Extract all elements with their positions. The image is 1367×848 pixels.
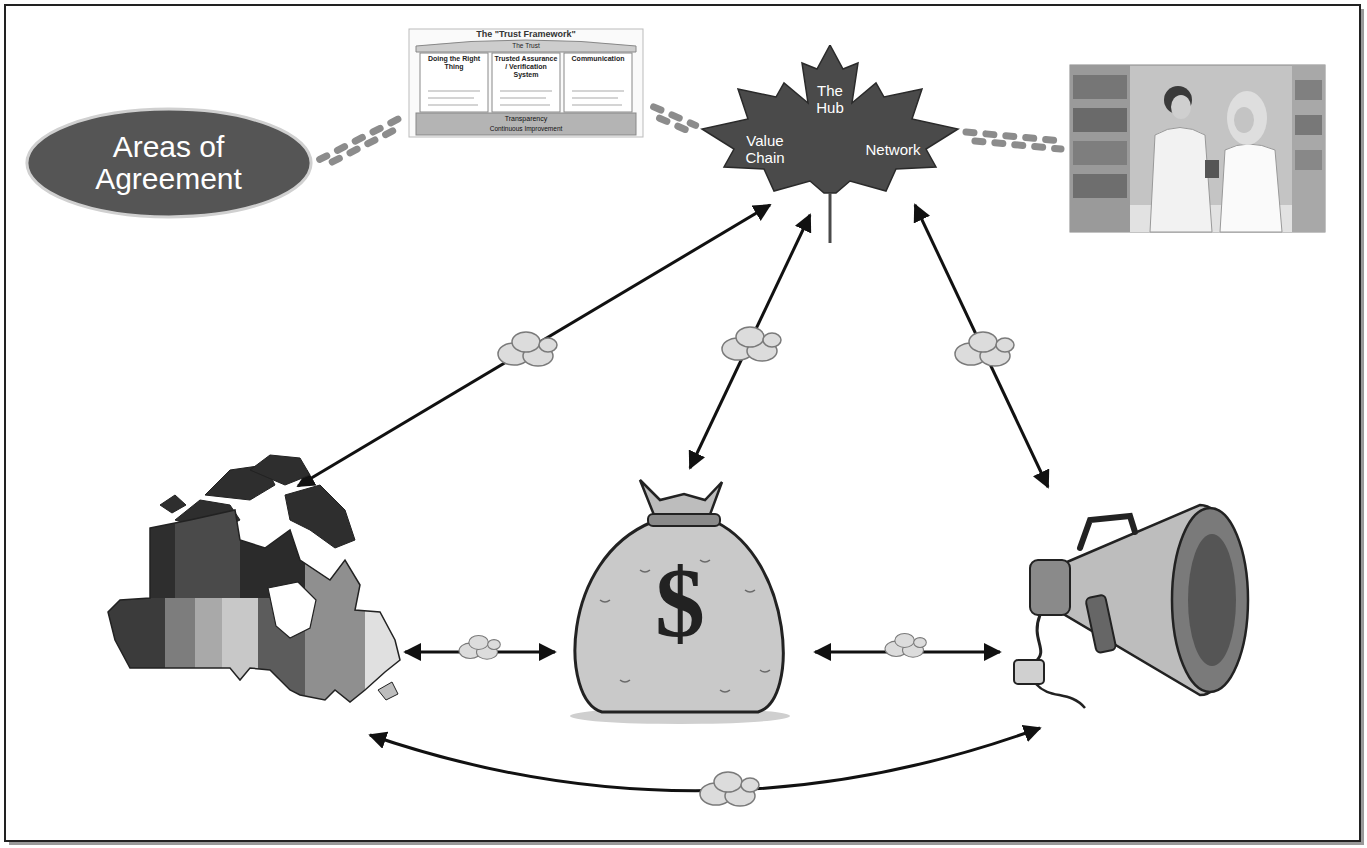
- rocks: [722, 327, 781, 361]
- megaphone: [1014, 660, 1044, 684]
- footstep-trail: [965, 132, 1062, 149]
- frame: [5, 5, 1364, 845]
- canada-map: [160, 495, 186, 513]
- money-bag: [648, 514, 720, 526]
- canada-map: [100, 455, 410, 708]
- band-label: Continuous Improvement: [416, 125, 636, 132]
- shape-part: [416, 40, 636, 52]
- canada-map: [365, 560, 410, 708]
- shoppers-photo: [1234, 107, 1254, 133]
- shoppers-photo: [1171, 95, 1191, 119]
- megaphone: [1085, 594, 1116, 653]
- frame: [5, 5, 1360, 841]
- leaf-text: Value Chain: [740, 133, 790, 167]
- megaphone: [1036, 684, 1085, 708]
- shape-part: [829, 193, 832, 243]
- canada-map: [268, 582, 316, 638]
- footstep-trail: [323, 126, 402, 166]
- leaf-text: The Hub: [808, 83, 852, 117]
- double-arrow: [298, 205, 770, 486]
- shoppers-photo: [1292, 65, 1325, 232]
- canada-map: [165, 598, 195, 708]
- megaphone: [1014, 505, 1248, 708]
- framework-slide: The "Trust Framework" The TrustDoing the …: [408, 28, 644, 138]
- footstep-trail: [965, 140, 1061, 149]
- canada-map: [108, 510, 400, 702]
- node-title: Areas of Agreement: [69, 131, 269, 196]
- double-arrow: [690, 215, 810, 468]
- shoppers-photo: [1227, 91, 1267, 145]
- shoppers-photo: [1073, 141, 1127, 165]
- shape-part: [416, 113, 636, 135]
- footstep-trail: [650, 114, 692, 132]
- shoppers-photo: [1070, 65, 1325, 232]
- maple-leaf-outline: [700, 45, 960, 245]
- shape-part: [564, 53, 632, 112]
- shoppers-photo: [1073, 75, 1127, 99]
- rocks: [498, 332, 557, 366]
- canada-map: [195, 598, 222, 708]
- canada-map: [100, 598, 165, 708]
- dollar-sign: $: [625, 548, 735, 658]
- canada-map: [285, 485, 355, 548]
- shape-part: [409, 29, 643, 137]
- footstep-trail: [650, 107, 695, 133]
- megaphone: [1080, 516, 1135, 548]
- shoppers-photo: [1070, 65, 1325, 232]
- shoppers-photo: [1295, 150, 1322, 170]
- pillar-heading: Communication: [566, 55, 630, 63]
- rocks: [459, 327, 1014, 806]
- shoppers-photo: [1295, 80, 1322, 100]
- shoppers-photo: [1220, 144, 1282, 232]
- money-bag: [570, 480, 790, 724]
- megaphone: [1030, 560, 1070, 615]
- pillar-heading: Doing the Right Thing: [422, 55, 486, 71]
- shoppers-photo: [1073, 108, 1127, 132]
- canada-map: [175, 500, 240, 598]
- shoppers-photo: [1295, 115, 1322, 135]
- canada-map: [250, 455, 310, 485]
- shape-part: [428, 91, 624, 105]
- pillar-heading: Trusted Assurance / Verification System: [494, 55, 558, 78]
- canada-map: [100, 500, 410, 708]
- canada-map: [222, 598, 258, 708]
- shape-part: [492, 53, 560, 112]
- shoppers-photo: [1205, 160, 1219, 178]
- double-arrow: [915, 205, 1048, 487]
- money-bag: [575, 522, 783, 712]
- megaphone: [1172, 508, 1248, 692]
- double-arrow: [298, 205, 1048, 791]
- shoppers-photo: [1070, 65, 1130, 232]
- agreement-ellipse: Areas of Agreement: [24, 108, 314, 218]
- slide-title: The "Trust Framework": [408, 29, 644, 39]
- band-label: Transparency: [416, 115, 636, 123]
- rocks: [459, 635, 500, 659]
- footstep-trail: [320, 119, 402, 167]
- rocks: [955, 332, 1014, 366]
- rocks: [885, 633, 926, 657]
- ellipse-outline: [26, 109, 310, 217]
- shoppers-photo: [1150, 128, 1212, 233]
- shape-part: [420, 53, 488, 112]
- shoppers-photo: [1073, 174, 1127, 198]
- leaf-text: Network: [858, 142, 928, 159]
- double-arrow: [370, 728, 1040, 791]
- rocks: [700, 772, 759, 806]
- canada-map: [305, 560, 365, 708]
- megaphone: [1035, 615, 1041, 662]
- megaphone: [1188, 534, 1236, 666]
- arch-label: The Trust: [416, 42, 636, 49]
- maple-leaf: The HubValue Chain Network: [700, 45, 960, 245]
- footstep-trail: [320, 119, 399, 159]
- canada-map: [100, 500, 175, 598]
- canada-map: [378, 682, 398, 700]
- shape-part: [702, 45, 958, 193]
